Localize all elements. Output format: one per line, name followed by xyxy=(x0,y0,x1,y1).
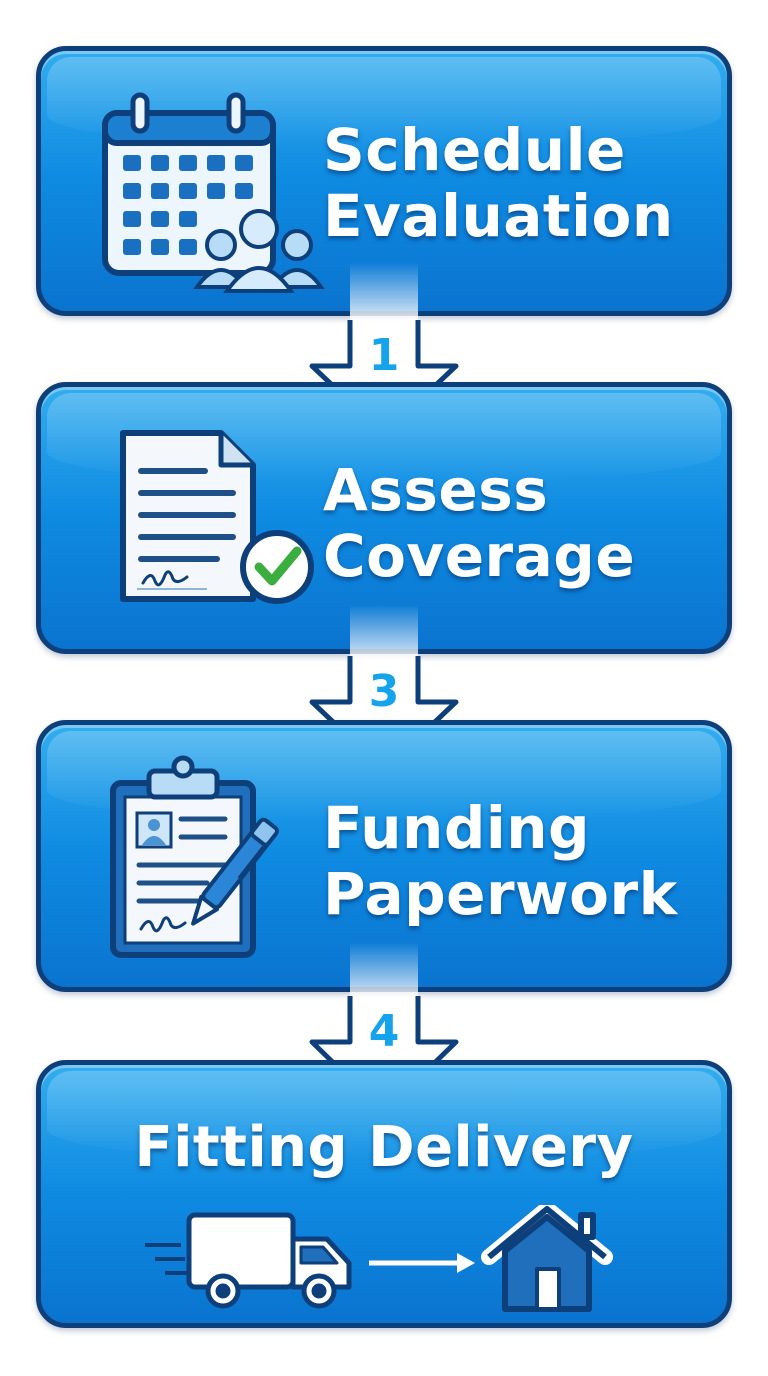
step-card-assess-coverage: Assess Coverage xyxy=(36,382,732,654)
step-title: Fitting Delivery xyxy=(134,1115,634,1180)
house-icon xyxy=(481,1201,613,1312)
step-title: Assess Coverage xyxy=(323,456,636,590)
step-number: 4 xyxy=(368,1006,400,1057)
document-check-icon xyxy=(117,427,327,621)
step-number: 3 xyxy=(368,666,400,717)
step-number: 1 xyxy=(368,330,400,381)
step-card-funding-paperwork: Funding Paperwork xyxy=(36,720,732,992)
step-card-fitting-delivery: Fitting Delivery xyxy=(36,1060,732,1328)
right-arrow-icon xyxy=(369,1253,475,1273)
step-title: Funding Paperwork xyxy=(323,794,678,928)
step-card-schedule-evaluation: Schedule Evaluation xyxy=(36,46,732,316)
clipboard-pen-icon xyxy=(107,753,327,967)
truck-icon xyxy=(145,1212,352,1309)
calendar-people-icon xyxy=(97,91,337,311)
step-title: Schedule Evaluation xyxy=(323,116,674,250)
truck-to-house-icon xyxy=(141,1201,621,1319)
